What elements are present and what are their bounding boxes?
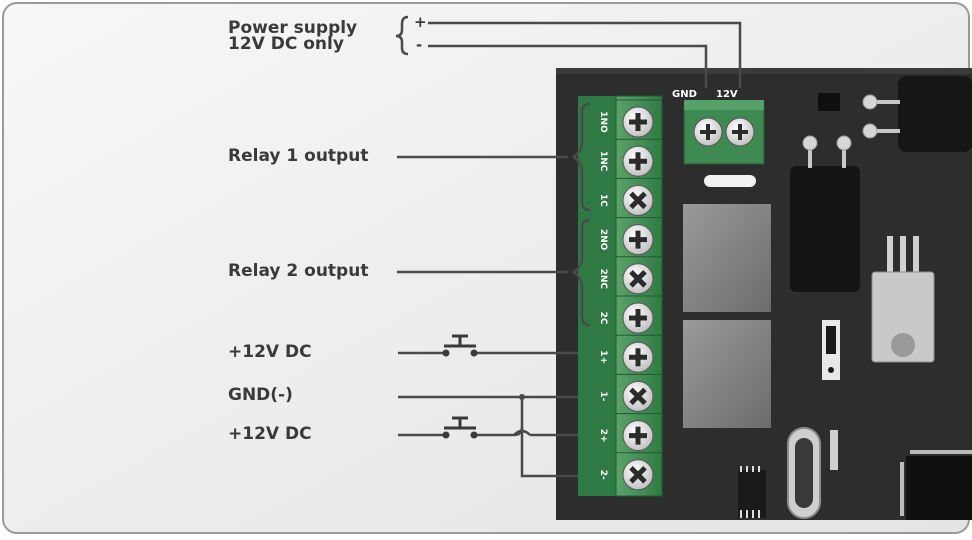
relay-2 [683, 320, 771, 428]
relay-1 [683, 204, 771, 312]
terminal-screw-1c [616, 177, 662, 216]
terminal-screw-1minus [616, 373, 662, 412]
connector-gnd-label: GND [672, 89, 697, 100]
wire-plus [428, 21, 742, 88]
capacitor-large [898, 76, 972, 152]
terminal-label: 1- [598, 391, 608, 401]
led-indicator [704, 175, 756, 187]
small-ic-chip [738, 466, 766, 518]
gnd-label: GND(-) [228, 385, 293, 405]
smd-component [818, 93, 840, 111]
terminal-label: 1NC [598, 151, 608, 172]
wire-minus [428, 44, 708, 88]
terminal-screw-1no [616, 99, 662, 138]
push-button-2 [442, 416, 478, 439]
power-connector: GND 12V [672, 89, 765, 165]
connector-12v-label: 12V [716, 89, 738, 100]
push-button-1 [442, 334, 478, 357]
terminal-screw-1plus [616, 334, 662, 373]
plus12v-label-1: +12V DC [228, 342, 312, 362]
microcontroller-chip [900, 450, 972, 520]
terminal-screw-1nc [616, 138, 662, 177]
power-voltage-label: 12V DC only [228, 34, 344, 54]
wires [395, 15, 742, 478]
power-supply-label: Power supply [228, 18, 358, 38]
terminal-label: 2NO [598, 229, 608, 251]
minus-label: - [416, 36, 423, 54]
terminal-label: 1C [598, 194, 608, 207]
terminal-screw-2plus [616, 413, 662, 452]
terminal-label: 2C [598, 312, 608, 325]
capacitor-vertical [790, 166, 860, 292]
terminal-screw-2c [616, 295, 662, 334]
gnd-junction [519, 394, 525, 400]
voltage-regulator [871, 236, 935, 363]
relay2-label: Relay 2 output [228, 261, 369, 281]
terminal-label: 2- [598, 470, 608, 480]
terminal-label: 1+ [598, 350, 608, 364]
relay1-label: Relay 1 output [228, 146, 369, 166]
terminal-label: 2+ [598, 429, 608, 443]
plus12v-label-2: +12V DC [228, 424, 312, 444]
plus-label: + [414, 13, 427, 31]
terminal-screw-2minus [616, 452, 662, 491]
terminal-screw-2no [616, 217, 662, 256]
terminal-label: 2NC [598, 269, 608, 290]
terminal-label: 1NO [598, 111, 608, 133]
terminal-screw-2nc [616, 256, 662, 295]
